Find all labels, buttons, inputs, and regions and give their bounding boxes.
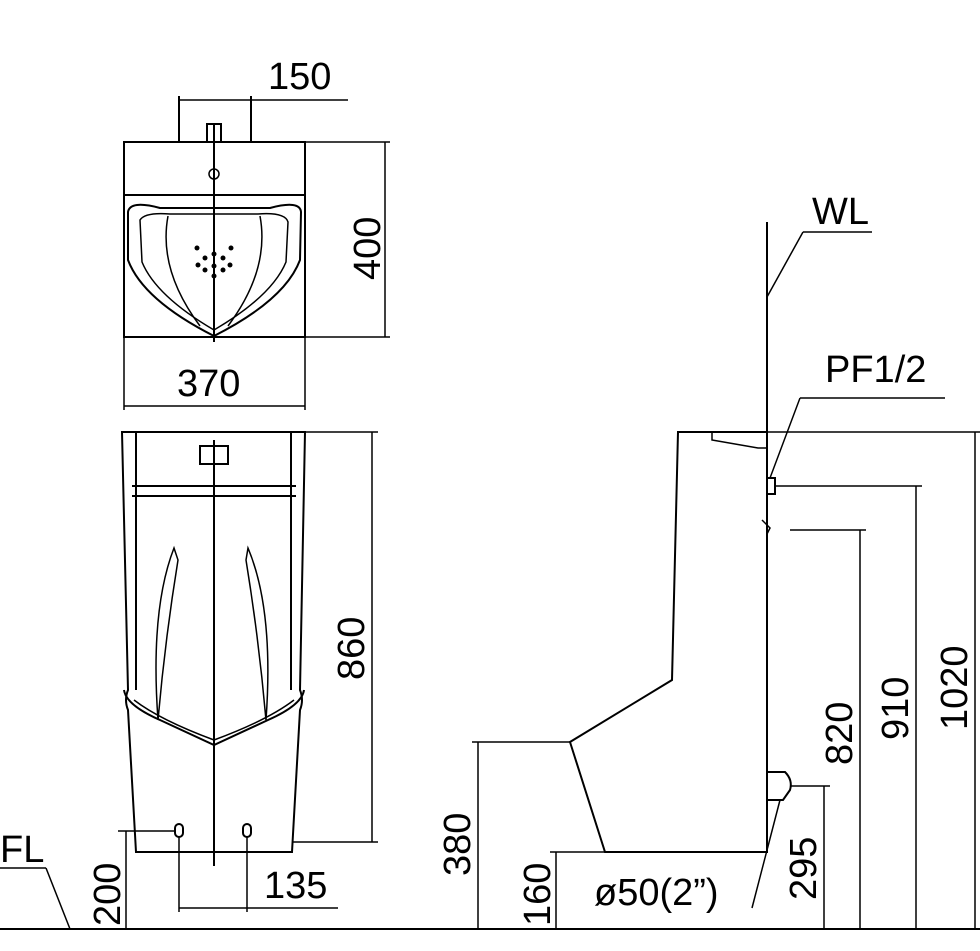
dim-lip-height: 380 xyxy=(437,813,479,876)
wl-leader-diagonal xyxy=(766,231,804,298)
dim-bottom-spacing: 135 xyxy=(264,865,327,907)
drain-leader xyxy=(751,799,781,909)
wl-label: WL xyxy=(812,191,869,233)
fl-label: FL xyxy=(0,829,44,871)
plan-bowl-curve-left xyxy=(165,215,201,327)
fl-leader-diagonal xyxy=(45,867,71,930)
side-outline xyxy=(568,431,768,853)
dim-width: 370 xyxy=(177,363,240,405)
side-water-inlet xyxy=(766,477,776,495)
front-rib-right xyxy=(245,545,269,721)
dim-base-height: 160 xyxy=(517,863,559,926)
pf-leader-diagonal xyxy=(769,397,801,479)
dim-height: 860 xyxy=(331,617,373,680)
side-outlet xyxy=(767,771,792,801)
side-top-lip xyxy=(711,432,767,449)
floor-level: FL xyxy=(0,829,980,930)
front-hole-left xyxy=(174,823,184,838)
front-hole-right xyxy=(242,823,252,838)
plan-inlet-circle xyxy=(208,168,220,180)
pf-label: PF1/2 xyxy=(825,349,926,391)
plan-bowl-outer xyxy=(127,203,303,338)
plan-bowl-inner xyxy=(139,212,289,331)
plan-view: 150 400 370 xyxy=(123,56,390,410)
dim-outlet-height: 295 xyxy=(783,837,825,900)
dim-overall-height: 1020 xyxy=(934,645,976,730)
spray-nozzle-dots xyxy=(194,245,234,279)
dim-top-depth: 400 xyxy=(347,217,389,280)
plan-bowl-curve-right xyxy=(227,215,263,327)
plan-inlet xyxy=(206,123,222,143)
front-rib-left xyxy=(155,545,179,721)
front-view: 860 135 200 xyxy=(87,431,378,928)
drain-label: ø50(2”) xyxy=(594,872,719,914)
dim-inlet-height: 910 xyxy=(875,677,917,740)
dim-top-spacing: 150 xyxy=(268,56,331,98)
side-view: WL PF1/2 ø50(2”) 380 160 295 820 xyxy=(437,191,980,929)
dim-bottom-height: 200 xyxy=(87,863,129,926)
dim-flush-height: 820 xyxy=(819,702,861,765)
side-flush-point xyxy=(761,519,771,535)
